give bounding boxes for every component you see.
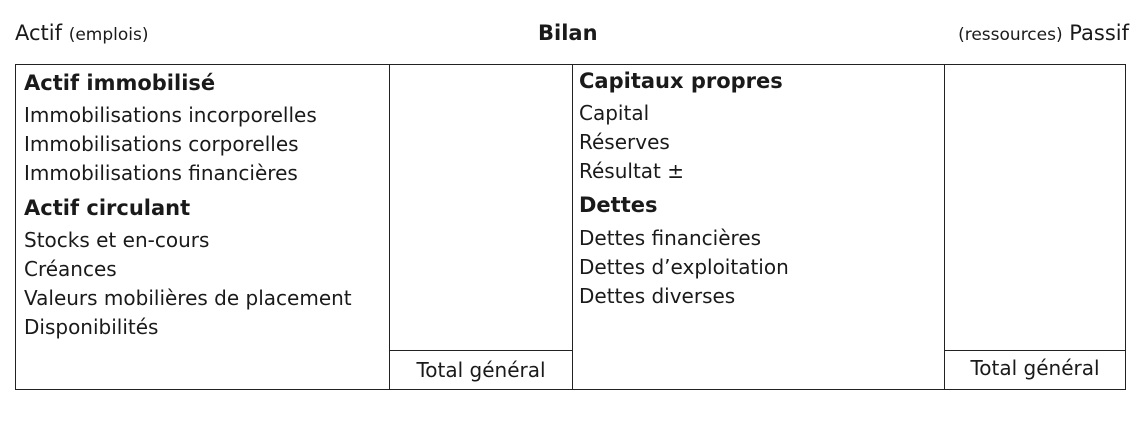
passif-line-item: Résultat ± bbox=[579, 159, 685, 183]
divider-center bbox=[572, 65, 573, 389]
actif-section-heading: Actif immobilisé bbox=[24, 71, 216, 95]
actif-line-item: Immobilisations incorporelles bbox=[24, 103, 317, 127]
passif-line-item: Dettes financières bbox=[579, 226, 762, 250]
passif-section-heading: Capitaux propres bbox=[579, 69, 783, 93]
total-line-passif bbox=[944, 350, 1125, 351]
passif-line-item: Dettes d’exploitation bbox=[579, 255, 789, 279]
actif-line-item: Immobilisations corporelles bbox=[24, 132, 299, 156]
actif-line-item: Stocks et en-cours bbox=[24, 228, 210, 252]
passif-header: (ressources) Passif bbox=[958, 20, 1129, 48]
actif-line-item: Immobilisations financières bbox=[24, 161, 298, 185]
actif-header: Actif (emplois) bbox=[15, 20, 148, 48]
passif-header-label: Passif bbox=[1069, 21, 1129, 45]
divider-actif-amount bbox=[389, 65, 390, 389]
actif-header-sub: (emplois) bbox=[68, 25, 149, 45]
actif-line-item: Créances bbox=[24, 257, 117, 281]
passif-section-heading: Dettes bbox=[579, 193, 658, 217]
divider-passif-amount bbox=[944, 65, 945, 389]
passif-total-label: Total général bbox=[970, 356, 1100, 380]
balance-sheet-table: Actif immobilisé Immobilisations incorpo… bbox=[15, 64, 1126, 390]
actif-line-item: Disponibilités bbox=[24, 315, 159, 339]
passif-header-sub: (ressources) bbox=[958, 25, 1063, 45]
passif-line-item: Réserves bbox=[579, 130, 670, 154]
passif-line-item: Dettes diverses bbox=[579, 284, 736, 308]
passif-line-item: Capital bbox=[579, 101, 650, 125]
page-title: Bilan bbox=[538, 21, 598, 45]
actif-section-heading: Actif circulant bbox=[24, 196, 191, 220]
actif-total-label: Total général bbox=[416, 358, 546, 382]
actif-header-label: Actif bbox=[15, 21, 63, 45]
actif-line-item: Valeurs mobilières de placement bbox=[24, 286, 352, 310]
total-line-actif bbox=[389, 350, 572, 351]
